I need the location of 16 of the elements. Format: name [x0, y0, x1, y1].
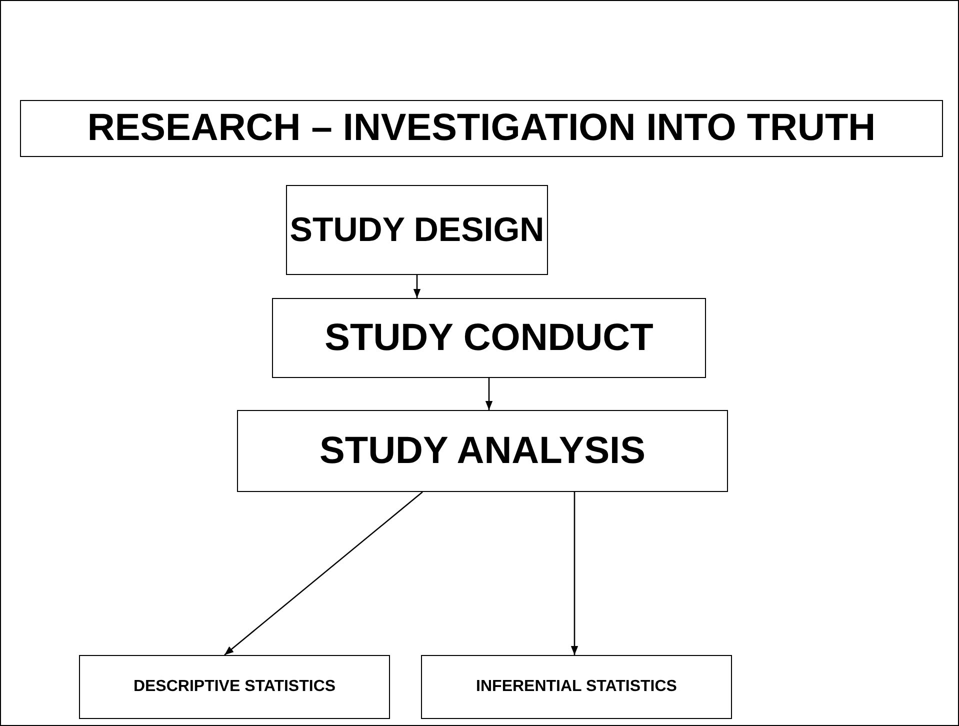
- box-label: DESCRIPTIVE STATISTICS: [133, 678, 336, 696]
- arrow: [485, 378, 493, 410]
- process-box: [79, 655, 390, 719]
- box-label: STUDY ANALYSIS: [320, 430, 646, 472]
- arrow: [224, 492, 423, 656]
- process-box: [421, 655, 732, 719]
- process-box: [272, 298, 706, 378]
- process-box: [286, 185, 548, 275]
- box-label: INFERENTIAL STATISTICS: [476, 678, 677, 696]
- box-label: STUDY CONDUCT: [324, 316, 654, 360]
- arrow: [413, 275, 421, 298]
- process-box: [237, 410, 728, 492]
- box-label: RESEARCH – INVESTIGATION INTO TRUTH: [87, 107, 876, 150]
- arrow: [570, 492, 578, 655]
- title-box: [20, 100, 943, 157]
- box-label: STUDY DESIGN: [290, 210, 544, 250]
